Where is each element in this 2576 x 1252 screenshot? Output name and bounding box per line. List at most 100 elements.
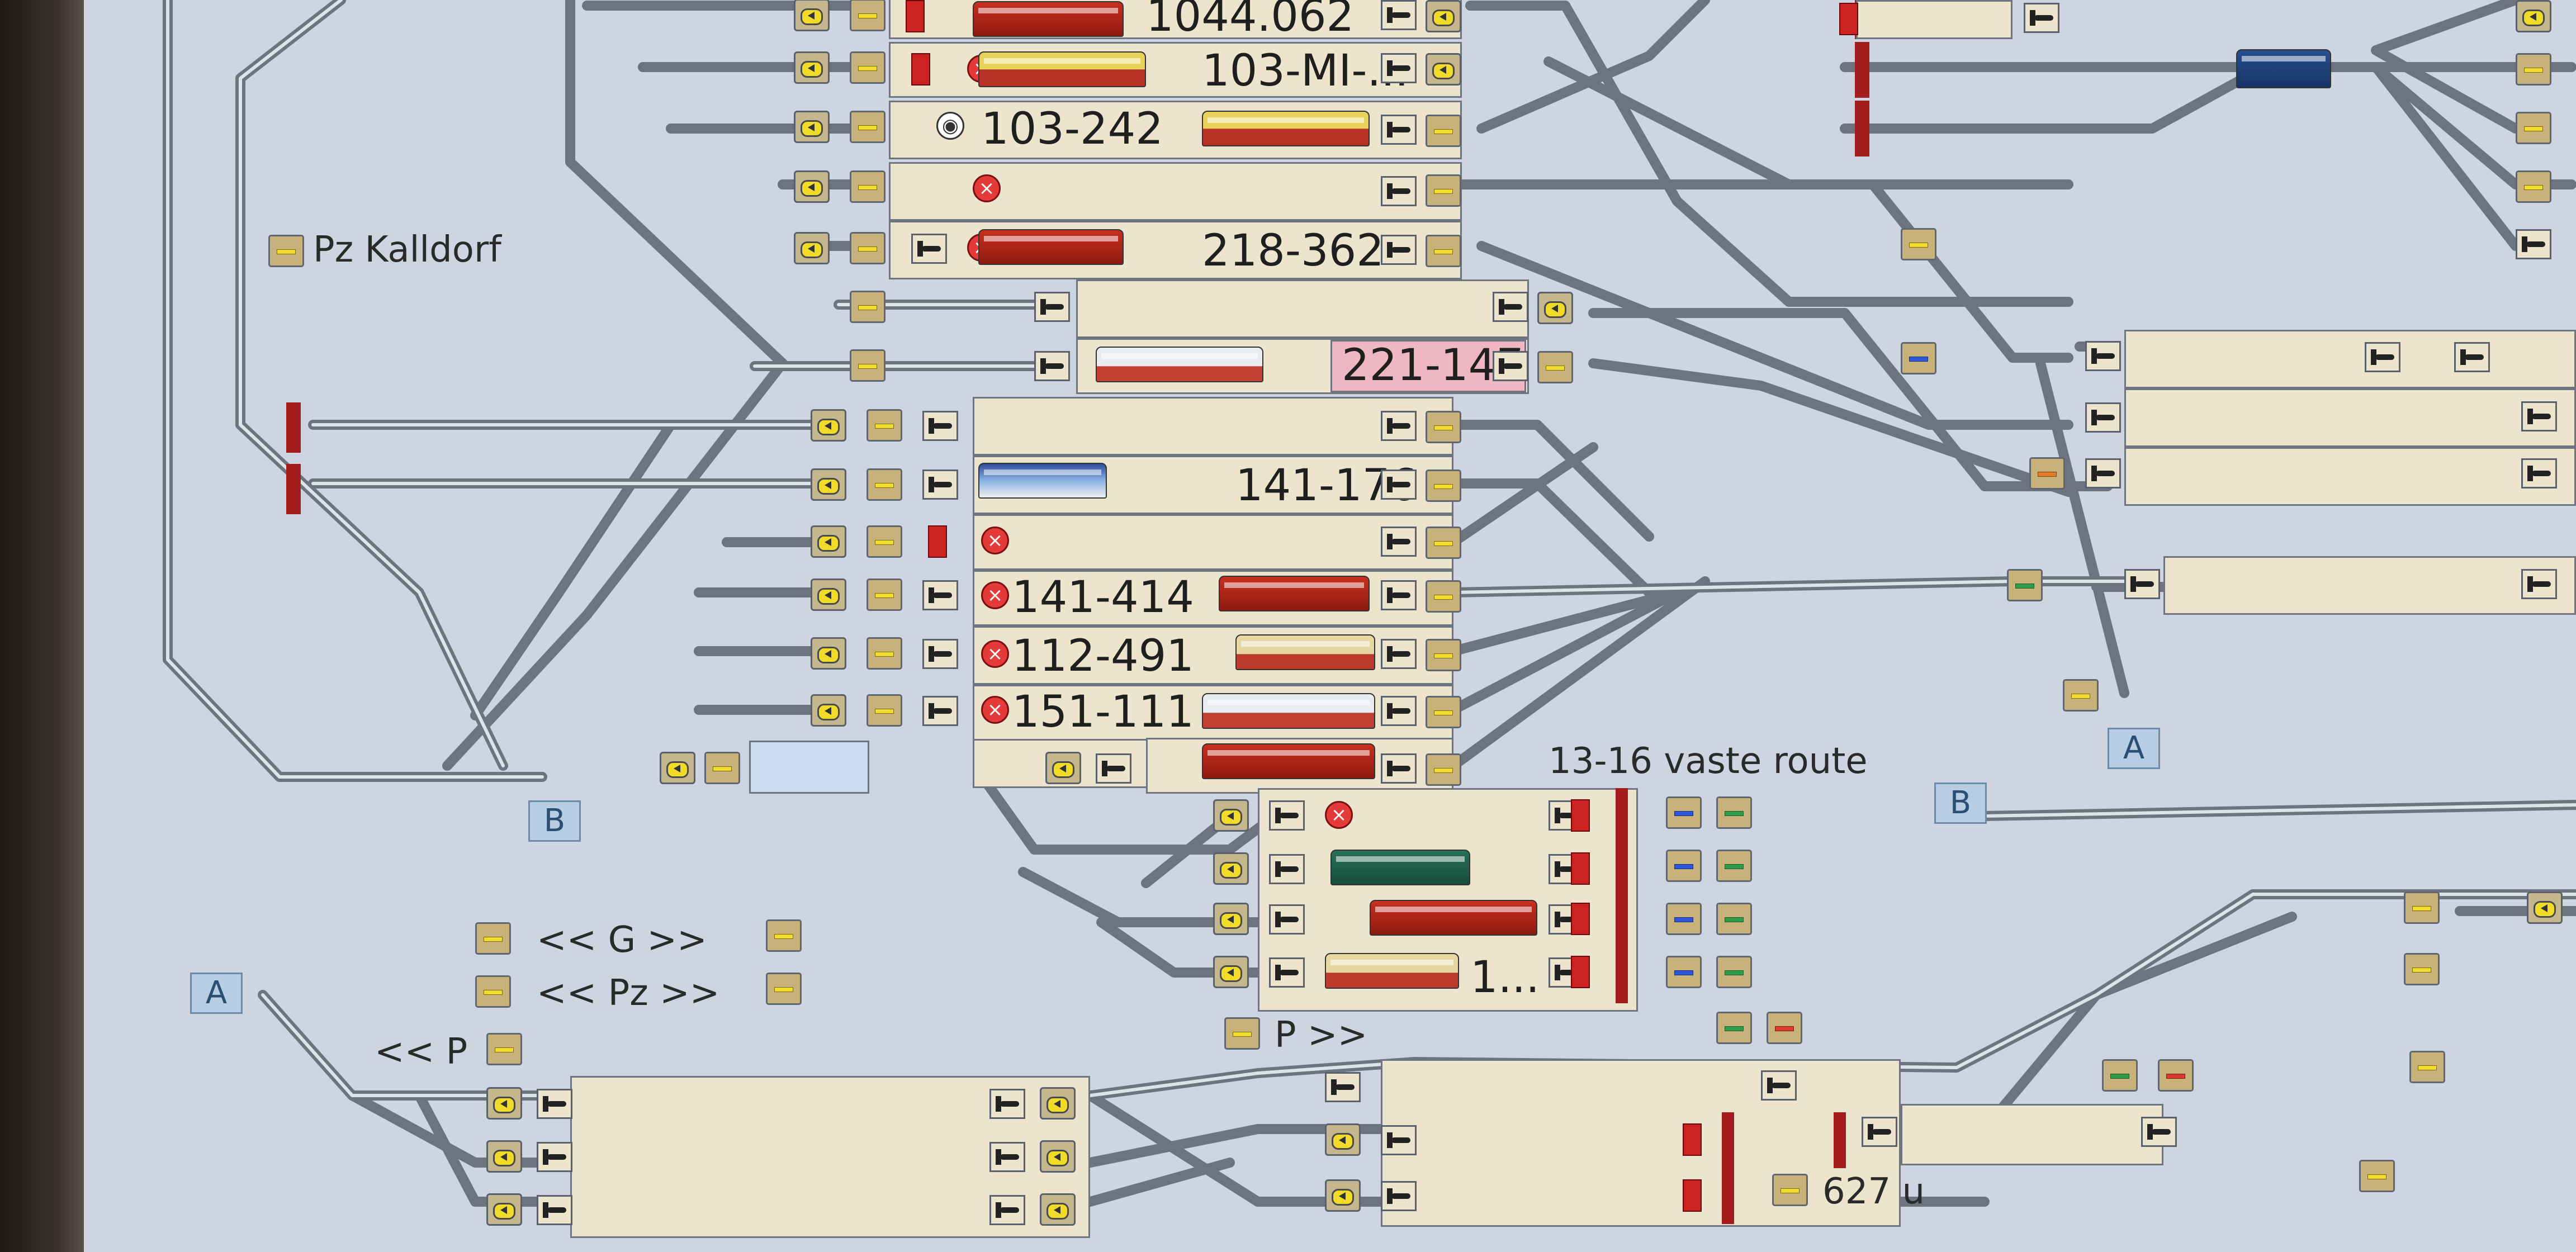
signal-icon[interactable] [2516, 0, 2551, 32]
track-block[interactable] [2124, 388, 2576, 447]
track-block[interactable] [749, 741, 869, 794]
route-button-icon[interactable] [766, 919, 802, 952]
signal-icon[interactable] [1213, 956, 1249, 988]
block-sensor-icon[interactable] [850, 170, 886, 203]
route-button-icon[interactable] [2404, 953, 2440, 985]
track-block[interactable] [973, 570, 1453, 626]
route-button-icon[interactable] [1772, 1174, 1808, 1206]
feedback-indicator-icon[interactable] [1666, 956, 1702, 988]
block-sensor-icon[interactable] [866, 468, 902, 501]
block-sensor-icon[interactable] [1426, 753, 1461, 786]
signal-icon[interactable] [1213, 799, 1249, 832]
feedback-indicator-icon[interactable] [1767, 1012, 1802, 1044]
block-sensor-icon[interactable] [866, 525, 902, 558]
block-sensor-icon[interactable] [850, 0, 886, 31]
block-sensor-icon[interactable] [1426, 174, 1461, 207]
signal-icon[interactable] [1213, 852, 1249, 885]
route-button-icon[interactable] [2516, 170, 2551, 203]
route-button-icon[interactable] [268, 235, 304, 267]
feedback-indicator-icon[interactable] [1716, 903, 1752, 935]
signal-icon[interactable] [1325, 1123, 1361, 1156]
feedback-indicator-icon[interactable] [2102, 1059, 2138, 1092]
feedback-indicator-icon[interactable] [2029, 457, 2065, 490]
connector-tag-b[interactable]: B [528, 800, 581, 842]
route-button-icon[interactable] [1901, 228, 1936, 260]
signal-icon[interactable] [1325, 1179, 1361, 1212]
signal-icon[interactable] [1426, 0, 1461, 32]
block-sensor-icon[interactable] [866, 578, 902, 611]
route-button-icon[interactable] [486, 1033, 522, 1065]
signal-icon[interactable] [794, 232, 830, 264]
feedback-indicator-icon[interactable] [1666, 796, 1702, 829]
route-button-icon[interactable] [2516, 112, 2551, 144]
route-button-icon[interactable] [2359, 1160, 2395, 1192]
track-block[interactable] [2124, 330, 2576, 388]
route-button-icon[interactable] [766, 973, 802, 1005]
feedback-indicator-icon[interactable] [1666, 903, 1702, 935]
track-block[interactable] [889, 101, 1462, 159]
signal-icon[interactable] [1045, 752, 1081, 784]
route-button-icon[interactable] [2516, 53, 2551, 86]
track-block[interactable] [2124, 447, 2576, 506]
route-button-icon[interactable] [2063, 679, 2099, 712]
signal-icon[interactable] [1213, 903, 1249, 935]
track-block[interactable] [1901, 1104, 2163, 1165]
connector-tag-b[interactable]: B [1934, 782, 1987, 824]
block-sensor-icon[interactable] [850, 51, 886, 84]
signal-icon[interactable] [1040, 1193, 1076, 1226]
signal-icon[interactable] [660, 752, 695, 784]
block-sensor-icon[interactable] [866, 637, 902, 670]
route-button-icon[interactable] [475, 975, 511, 1008]
signal-icon[interactable] [811, 578, 846, 611]
signal-icon[interactable] [794, 170, 830, 203]
track-block[interactable] [1856, 0, 2012, 39]
feedback-indicator-icon[interactable] [1901, 342, 1936, 374]
signal-icon[interactable] [794, 51, 830, 84]
connector-tag-a[interactable]: A [190, 973, 243, 1014]
block-sensor-icon[interactable] [1426, 411, 1461, 443]
feedback-indicator-icon[interactable] [1666, 850, 1702, 882]
signal-icon[interactable] [1537, 292, 1573, 324]
block-sensor-icon[interactable] [1426, 235, 1461, 267]
signal-icon[interactable] [1426, 53, 1461, 86]
feedback-indicator-icon[interactable] [1716, 850, 1752, 882]
route-button-icon[interactable] [2409, 1051, 2445, 1083]
signal-icon[interactable] [811, 637, 846, 670]
track-block[interactable] [973, 514, 1453, 570]
block-sensor-icon[interactable] [850, 111, 886, 143]
signal-icon[interactable] [811, 409, 846, 442]
block-sensor-icon[interactable] [850, 232, 886, 264]
feedback-indicator-icon[interactable] [1716, 956, 1752, 988]
signal-icon[interactable] [2527, 891, 2563, 924]
no-entry-icon[interactable]: × [973, 174, 1001, 202]
signal-icon[interactable] [811, 694, 846, 727]
signal-icon[interactable] [1040, 1140, 1076, 1173]
block-sensor-icon[interactable] [1426, 527, 1461, 559]
signal-icon[interactable] [794, 0, 830, 31]
signal-icon[interactable] [486, 1087, 522, 1120]
route-button-icon[interactable] [475, 922, 511, 955]
block-sensor-icon[interactable] [1426, 639, 1461, 671]
feedback-indicator-icon[interactable] [1716, 1012, 1752, 1044]
track-block[interactable] [2163, 556, 2576, 615]
feedback-indicator-icon[interactable] [2158, 1059, 2194, 1092]
block-sensor-icon[interactable] [866, 694, 902, 727]
block-sensor-icon[interactable] [1537, 351, 1573, 383]
route-button-icon[interactable] [2404, 891, 2440, 924]
block-sensor-icon[interactable] [866, 409, 902, 442]
signal-icon[interactable] [811, 525, 846, 558]
no-entry-icon[interactable]: × [981, 581, 1009, 609]
track-block[interactable] [973, 397, 1453, 456]
signal-icon[interactable] [486, 1140, 522, 1173]
block-sensor-icon[interactable] [1426, 470, 1461, 502]
track-block[interactable] [1076, 279, 1529, 338]
feedback-indicator-icon[interactable] [2007, 569, 2043, 601]
signal-icon[interactable] [794, 111, 830, 143]
connector-tag-a[interactable]: A [2108, 728, 2160, 769]
signal-icon[interactable] [811, 468, 846, 501]
block-sensor-icon[interactable] [704, 752, 740, 784]
block-sensor-icon[interactable] [850, 291, 886, 323]
block-sensor-icon[interactable] [1426, 115, 1461, 147]
no-entry-icon[interactable]: × [981, 640, 1009, 668]
no-entry-icon[interactable]: × [1325, 801, 1353, 829]
